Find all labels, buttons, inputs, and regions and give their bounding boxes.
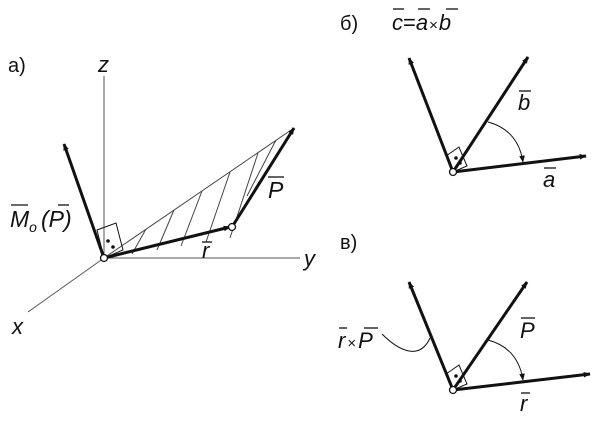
hatching [131,139,277,255]
r-label: r [202,238,211,263]
panel-v-label: в) [340,232,357,254]
c-vector [407,57,455,173]
formula-c-equals-a-times-b: c=a×b [392,10,451,35]
P-vector-v [451,281,529,391]
panel-b-label: б) [340,13,358,35]
leader-line [381,333,431,352]
z-axis-label: z [97,52,109,77]
y-axis-label: y [302,246,317,271]
origin-v [448,385,458,395]
rotation-arc-b [487,121,525,163]
P-label: P [268,177,284,203]
P-application-point [227,222,237,232]
panel-b: б) c=a×b b a [340,8,587,192]
parallelogram-outline [103,127,295,259]
r-label-v: r [520,391,529,416]
P-label-v: P [520,318,535,343]
x-axis [27,257,105,313]
cross-product-label: r×P [338,328,373,353]
panel-a-label: а) [8,55,26,77]
right-angle-marker [96,222,124,259]
origin-point [99,253,109,263]
b-label: b [518,90,530,115]
P-vector [230,127,296,228]
b-vector [451,56,530,173]
a-label: a [543,167,555,192]
a-vector [452,153,587,174]
rxP-vector [407,281,455,391]
rotation-arc-v [487,339,525,381]
r-vector-v [452,371,591,392]
origin-b [448,167,458,177]
panel-v: в) r×P P r [338,232,591,416]
moment-label: Mo(P) [10,206,72,235]
panel-a: а) z y x Mo(P) r [8,52,317,339]
moment-vector [62,143,106,259]
r-vector [103,225,231,260]
x-axis-label: x [11,314,24,339]
